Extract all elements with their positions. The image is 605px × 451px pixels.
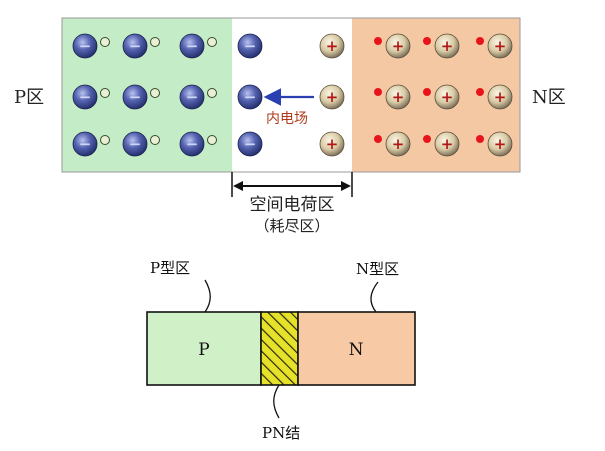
p-callout-line [204, 279, 211, 313]
plus-sign: + [392, 135, 405, 153]
space-charge-label: 空间电荷区 [250, 195, 335, 215]
dim-arrow-left [233, 181, 243, 191]
acceptor-ion: − [179, 33, 205, 59]
acceptor-ion: − [237, 33, 263, 59]
acceptor-ion: − [179, 84, 205, 110]
electron [423, 135, 431, 143]
acceptor-ion: − [72, 84, 98, 110]
n-callout-line [370, 281, 379, 313]
minus-sign: − [79, 135, 92, 153]
donor-ion: + [487, 84, 513, 110]
plus-sign: + [441, 88, 454, 106]
plus-sign: + [494, 88, 507, 106]
plus-sign: + [326, 135, 339, 153]
p-block [146, 311, 262, 386]
hole [100, 37, 110, 47]
donor-ion: + [434, 33, 460, 59]
minus-sign: − [186, 135, 199, 153]
n-side-label: N区 [532, 87, 566, 108]
donor-ion: + [487, 131, 513, 157]
acceptor-ion: − [122, 84, 148, 110]
minus-sign: − [186, 88, 199, 106]
depletion-label: （耗尽区） [254, 217, 329, 235]
electron [374, 135, 382, 143]
electron [374, 88, 382, 96]
minus-sign: − [79, 88, 92, 106]
donor-ion: + [487, 33, 513, 59]
minus-sign: − [244, 88, 257, 106]
pn-callout-label: PN结 [262, 424, 300, 442]
minus-sign: − [129, 88, 142, 106]
plus-sign: + [326, 37, 339, 55]
plus-sign: + [326, 88, 339, 106]
plus-sign: + [441, 135, 454, 153]
n-callout-label: N型区 [356, 260, 399, 278]
carrier-layer: − − − − + + + + − − − − + + + + − − − − + + + + [72, 33, 513, 157]
donor-ion: + [385, 84, 411, 110]
hole [150, 37, 160, 47]
hole [100, 135, 110, 145]
donor-ion: + [385, 131, 411, 157]
pn-callout-line [273, 384, 280, 419]
acceptor-ion: − [179, 131, 205, 157]
hole [207, 88, 217, 98]
electron [423, 37, 431, 45]
field-label: 内电场 [266, 111, 308, 127]
p-block-label: P [198, 340, 209, 360]
minus-sign: − [186, 37, 199, 55]
acceptor-ion: − [72, 33, 98, 59]
hole [150, 135, 160, 145]
electron [374, 37, 382, 45]
p-callout-label: P型区 [150, 259, 190, 277]
donor-ion: + [434, 84, 460, 110]
minus-sign: − [79, 37, 92, 55]
dim-arrow-right [341, 181, 351, 191]
electron [476, 135, 484, 143]
hole [207, 37, 217, 47]
acceptor-ion: − [122, 33, 148, 59]
hole [150, 88, 160, 98]
hole [100, 88, 110, 98]
p-side-label: P区 [14, 87, 44, 108]
donor-ion: + [385, 33, 411, 59]
hole [207, 135, 217, 145]
minus-sign: − [244, 37, 257, 55]
plus-sign: + [494, 135, 507, 153]
plus-sign: + [441, 37, 454, 55]
plus-sign: + [494, 37, 507, 55]
acceptor-ion: − [237, 84, 263, 110]
n-block [297, 311, 416, 386]
donor-ion: + [434, 131, 460, 157]
electron [423, 88, 431, 96]
electron [476, 37, 484, 45]
acceptor-ion: − [122, 131, 148, 157]
donor-ion: + [319, 84, 345, 110]
donor-ion: + [319, 33, 345, 59]
minus-sign: − [129, 135, 142, 153]
minus-sign: − [244, 135, 257, 153]
minus-sign: − [129, 37, 142, 55]
electron [476, 88, 484, 96]
pn-junction-block [260, 311, 299, 386]
plus-sign: + [392, 88, 405, 106]
crystal-outline [61, 17, 521, 173]
donor-ion: + [319, 131, 345, 157]
plus-sign: + [392, 37, 405, 55]
acceptor-ion: − [237, 131, 263, 157]
n-block-label: N [349, 340, 364, 360]
acceptor-ion: − [72, 131, 98, 157]
